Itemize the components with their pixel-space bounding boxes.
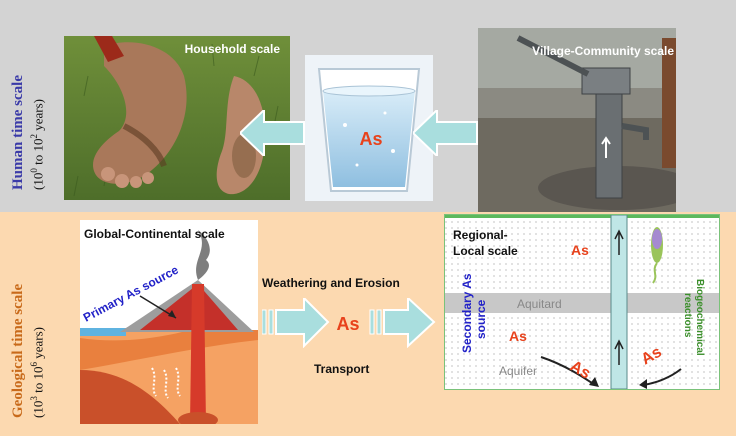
hand-pump-illustration (478, 28, 676, 212)
water-glass-panel: As (305, 55, 433, 201)
geological-time-scale-label: Geological time scale (103 to 106 years) (10, 284, 46, 418)
water-glass-illustration: As (305, 55, 433, 201)
household-scale-caption: Household scale (184, 42, 280, 56)
regional-as-label-upper: As (571, 242, 589, 258)
biogeochemical-reactions-line2: reactions (682, 293, 693, 338)
human-time-scale-label: Human time scale (100 to 102 years) (10, 75, 46, 190)
aquifer-label: Aquifer (499, 364, 537, 378)
transport-as-label: As (336, 314, 359, 334)
volcano-cross-section: Global-Continental scale Primary As sour… (80, 220, 258, 424)
geological-time-scale-range: (103 to 106 years) (29, 327, 46, 418)
regional-scale-caption-line1: Regional- (453, 228, 508, 242)
transport-arrow-group: As (262, 298, 436, 348)
village-community-photo: Village-Community scale (478, 28, 676, 212)
aquifer-cross-section: Regional- Local scale Aquitard Aquifer S… (445, 215, 719, 389)
regional-local-panel: Regional- Local scale Aquitard Aquifer S… (444, 214, 720, 390)
secondary-as-source-line1: Secondary As (460, 273, 474, 353)
regional-as-label-middle: As (509, 328, 527, 344)
regional-scale-caption-line2: Local scale (453, 244, 518, 258)
secondary-as-source-line2: source (474, 299, 488, 339)
transport-label: Transport (314, 362, 370, 376)
aquitard-label: Aquitard (517, 297, 562, 311)
biogeochemical-reactions-line1: Biogeochemical (694, 279, 705, 356)
geological-time-scale-title: Geological time scale (10, 283, 26, 418)
glass-as-label: As (359, 129, 382, 149)
village-community-caption: Village-Community scale (532, 44, 674, 58)
human-time-scale-title: Human time scale (10, 75, 26, 190)
global-continental-caption: Global-Continental scale (84, 227, 225, 241)
weathering-erosion-label: Weathering and Erosion (262, 276, 400, 290)
human-time-scale-range: (100 to 102 years) (29, 99, 46, 190)
global-continental-panel: Global-Continental scale Primary As sour… (80, 220, 258, 424)
